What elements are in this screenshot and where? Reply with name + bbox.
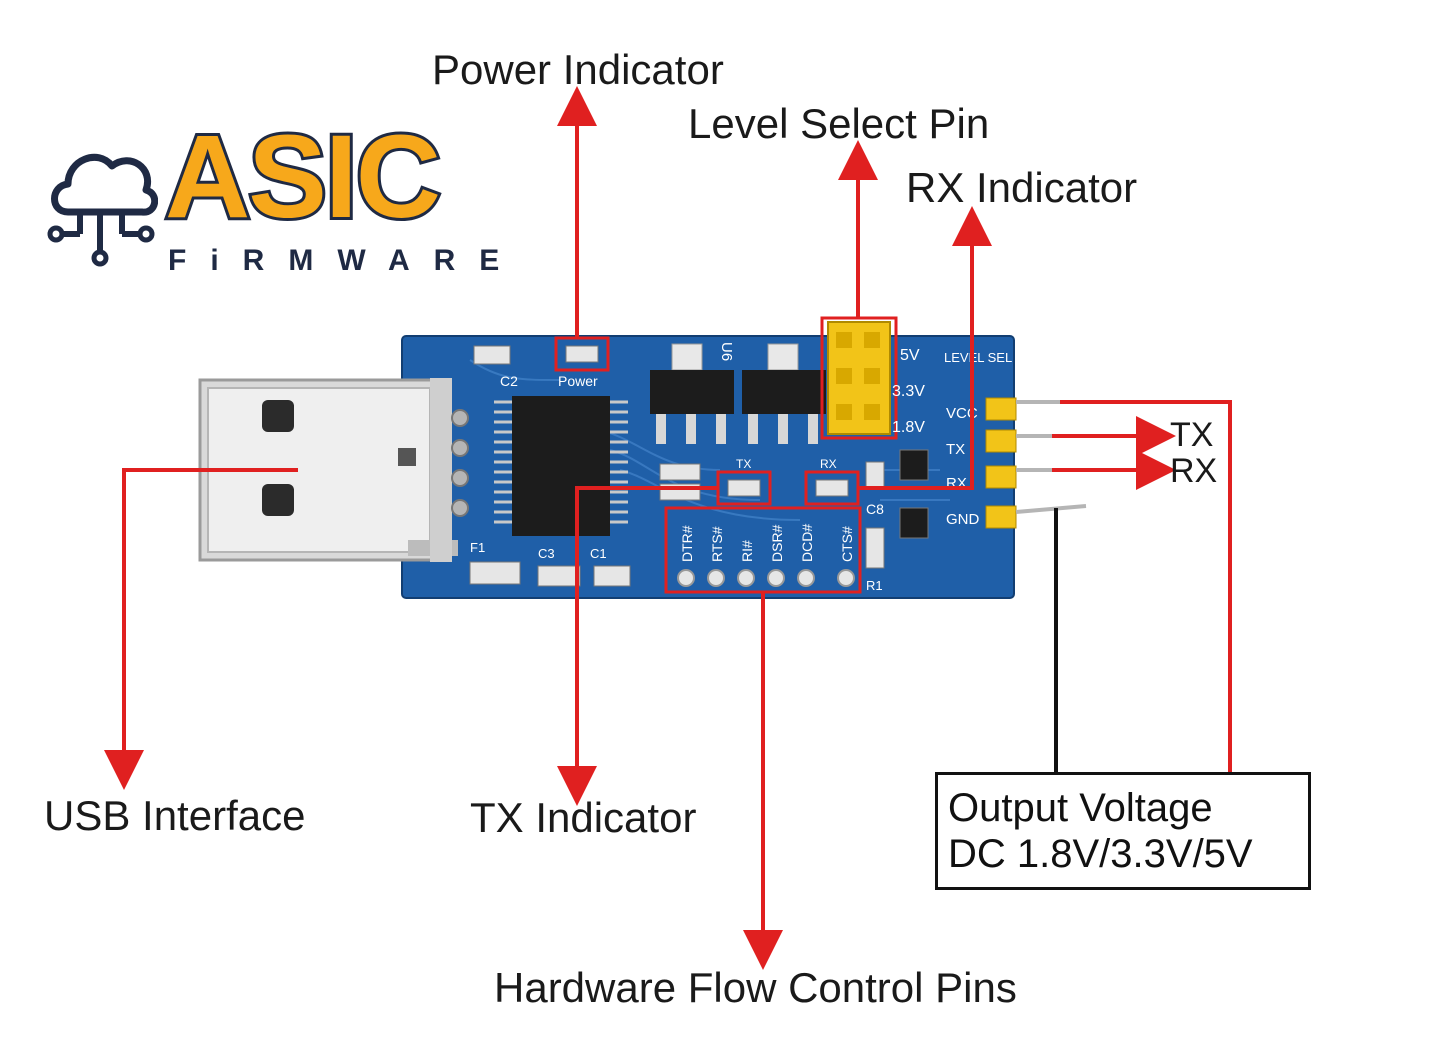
label-hardware-flow-control: Hardware Flow Control Pins xyxy=(494,964,1017,1011)
line-vcc-to-box xyxy=(1060,400,1232,772)
output-voltage-title: Output Voltage xyxy=(948,786,1213,830)
silk-tx: TX xyxy=(946,441,965,458)
label-rx-indicator: RX Indicator xyxy=(906,164,1138,211)
silk-1v8: 1.8V xyxy=(892,419,925,436)
silk-rx-led: RX xyxy=(820,457,837,471)
flow-pin-label: RI# xyxy=(739,540,755,562)
flow-pin-labels: DTR# RTS# RI# DSR# DCD# CTS# xyxy=(679,524,855,562)
label-rx-pin: RX xyxy=(1170,452,1218,490)
flow-pin-label: DTR# xyxy=(679,525,695,562)
silk-u6: U6 xyxy=(718,342,735,361)
flow-pin-label: RTS# xyxy=(709,526,725,562)
silk-gnd: GND xyxy=(946,511,980,528)
silk-c3: C3 xyxy=(538,546,555,561)
cloud-circuit-icon xyxy=(47,153,158,267)
ft232-chip xyxy=(494,396,628,536)
level-select-header xyxy=(827,321,891,435)
brand-logo-wordmark: ASIC xyxy=(162,111,444,243)
silk-c2: C2 xyxy=(500,373,518,389)
arrow-usb xyxy=(104,468,298,790)
smd-components xyxy=(469,345,929,587)
silk-r1: R1 xyxy=(866,578,883,593)
silk-power: Power xyxy=(558,373,598,389)
label-usb-interface: USB Interface xyxy=(44,792,306,839)
rx-led xyxy=(804,470,860,506)
flow-pin-label: DCD# xyxy=(799,524,815,562)
label-tx-indicator: TX Indicator xyxy=(470,794,697,841)
silk-c1: C1 xyxy=(590,546,607,561)
silk-vcc: VCC xyxy=(946,405,978,422)
brand-logo-tagline: FiRMWARE xyxy=(168,244,524,277)
silk-5v: 5V xyxy=(900,347,920,364)
voltage-regulators xyxy=(650,343,826,444)
flow-pin-label: DSR# xyxy=(769,524,785,562)
label-level-select-pin: Level Select Pin xyxy=(688,100,990,147)
label-tx-pin: TX xyxy=(1170,416,1214,454)
power-led xyxy=(554,336,610,372)
usb-plug xyxy=(198,378,458,562)
silk-3v3: 3.3V xyxy=(892,383,925,400)
callout-arrows xyxy=(104,86,1232,970)
silk-c8: C8 xyxy=(866,501,884,517)
output-voltage-range: DC 1.8V/3.3V/5V xyxy=(948,832,1253,876)
flow-pin-label: CTS# xyxy=(839,526,855,562)
arrow-rx-indicator xyxy=(858,206,992,490)
arrow-tx-indicator xyxy=(557,486,718,806)
label-power-indicator: Power Indicator xyxy=(432,46,724,93)
usb-solder-pads xyxy=(451,409,469,517)
output-voltage-box: Output Voltage DC 1.8V/3.3V/5V xyxy=(935,772,1311,890)
silk-f1: F1 xyxy=(470,540,485,555)
silk-tx-led: TX xyxy=(736,457,751,471)
silk-level-sel: LEVEL SEL xyxy=(944,350,1012,365)
